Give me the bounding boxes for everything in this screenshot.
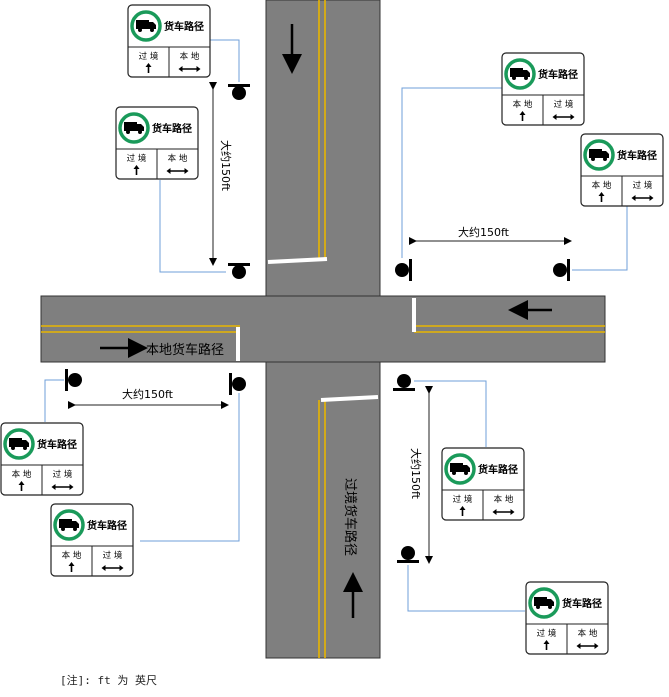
arrow-left-right-icon bbox=[101, 565, 124, 571]
post-nw-1 bbox=[228, 84, 250, 100]
sign-left-label: 本 地 bbox=[62, 550, 82, 561]
arrow-up-icon bbox=[18, 481, 25, 491]
truck-icon bbox=[528, 587, 560, 619]
distance-se: 大约150ft bbox=[409, 448, 423, 500]
truck-icon bbox=[504, 58, 536, 90]
sign-title: 货车路径 bbox=[87, 519, 127, 532]
arrow-left-right-icon bbox=[552, 114, 575, 120]
arrow-up-icon bbox=[543, 640, 550, 650]
sign-left-label: 本 地 bbox=[513, 99, 533, 110]
sign-title: 货车路径 bbox=[152, 122, 192, 135]
sign-left-label: 本 地 bbox=[12, 469, 32, 480]
sign-left-label: 过 境 bbox=[139, 51, 159, 62]
arrow-left-right-icon bbox=[631, 195, 654, 201]
roads bbox=[40, 0, 606, 659]
distance-nw: 大约150ft bbox=[219, 140, 233, 192]
sign-left-label: 过 境 bbox=[127, 153, 147, 164]
post-ne-2 bbox=[553, 259, 570, 281]
arrow-left-right-icon bbox=[492, 509, 515, 515]
post-sw-1 bbox=[65, 369, 82, 391]
arrow-up-icon bbox=[459, 506, 466, 516]
truck-icon bbox=[3, 428, 35, 460]
arrow-up-icon bbox=[145, 63, 152, 73]
road-arrows bbox=[100, 24, 552, 618]
through-route-label: 过境货车路径 bbox=[342, 478, 358, 556]
sign-title: 货车路径 bbox=[37, 438, 77, 451]
distance-ne: 大约150ft bbox=[458, 225, 510, 239]
sign-title: 货车路径 bbox=[562, 597, 602, 610]
arrow-left-right-icon bbox=[178, 66, 201, 72]
post-se-2 bbox=[397, 546, 419, 563]
truck-icon bbox=[130, 10, 162, 42]
footnote: [注]: ft 为 英尺 bbox=[60, 674, 157, 687]
sign-left-label: 过 境 bbox=[453, 494, 473, 505]
leader-lines bbox=[44, 39, 628, 612]
sign-right-label: 本 地 bbox=[180, 51, 200, 62]
center-lines bbox=[41, 0, 605, 658]
arrow-up-icon bbox=[133, 165, 140, 175]
arrow-up-icon bbox=[519, 111, 526, 121]
sign-right-label: 本 地 bbox=[494, 494, 514, 505]
sign-title: 货车路径 bbox=[538, 68, 578, 81]
sign-right-label: 过 境 bbox=[633, 180, 653, 191]
arrow-up-icon bbox=[598, 192, 605, 202]
stop-lines bbox=[236, 257, 416, 402]
sign-right-label: 本 地 bbox=[168, 153, 188, 164]
post-sw-2 bbox=[229, 373, 246, 395]
sign-left-label: 本 地 bbox=[592, 180, 612, 191]
distance-markers bbox=[68, 82, 572, 564]
sign-posts bbox=[65, 84, 570, 563]
post-nw-2 bbox=[228, 263, 250, 279]
truck-icon bbox=[583, 139, 615, 171]
arrow-left-right-icon bbox=[166, 168, 189, 174]
local-route-label: 本地货车路径 bbox=[146, 342, 224, 358]
signs-layer: 货车路径过 境本 地货车路径过 境本 地货车路径本 地过 境货车路径本 地过 境… bbox=[0, 4, 664, 655]
distance-sw: 大约150ft bbox=[122, 387, 174, 401]
sign-right-label: 过 境 bbox=[103, 550, 123, 561]
sign-left-label: 过 境 bbox=[537, 628, 557, 639]
sign-right-label: 过 境 bbox=[53, 469, 73, 480]
sign-right-label: 过 境 bbox=[554, 99, 574, 110]
sign-title: 货车路径 bbox=[164, 20, 204, 33]
truck-icon bbox=[118, 112, 150, 144]
truck-icon bbox=[53, 509, 85, 541]
arrow-up-icon bbox=[68, 562, 75, 572]
sign-title: 货车路径 bbox=[617, 149, 657, 162]
post-se-1 bbox=[393, 374, 415, 391]
sign-title: 货车路径 bbox=[478, 463, 518, 476]
arrow-left-right-icon bbox=[51, 484, 74, 490]
sign-right-label: 本 地 bbox=[578, 628, 598, 639]
truck-icon bbox=[444, 453, 476, 485]
post-ne-1 bbox=[395, 259, 412, 281]
arrow-left-right-icon bbox=[576, 643, 599, 649]
